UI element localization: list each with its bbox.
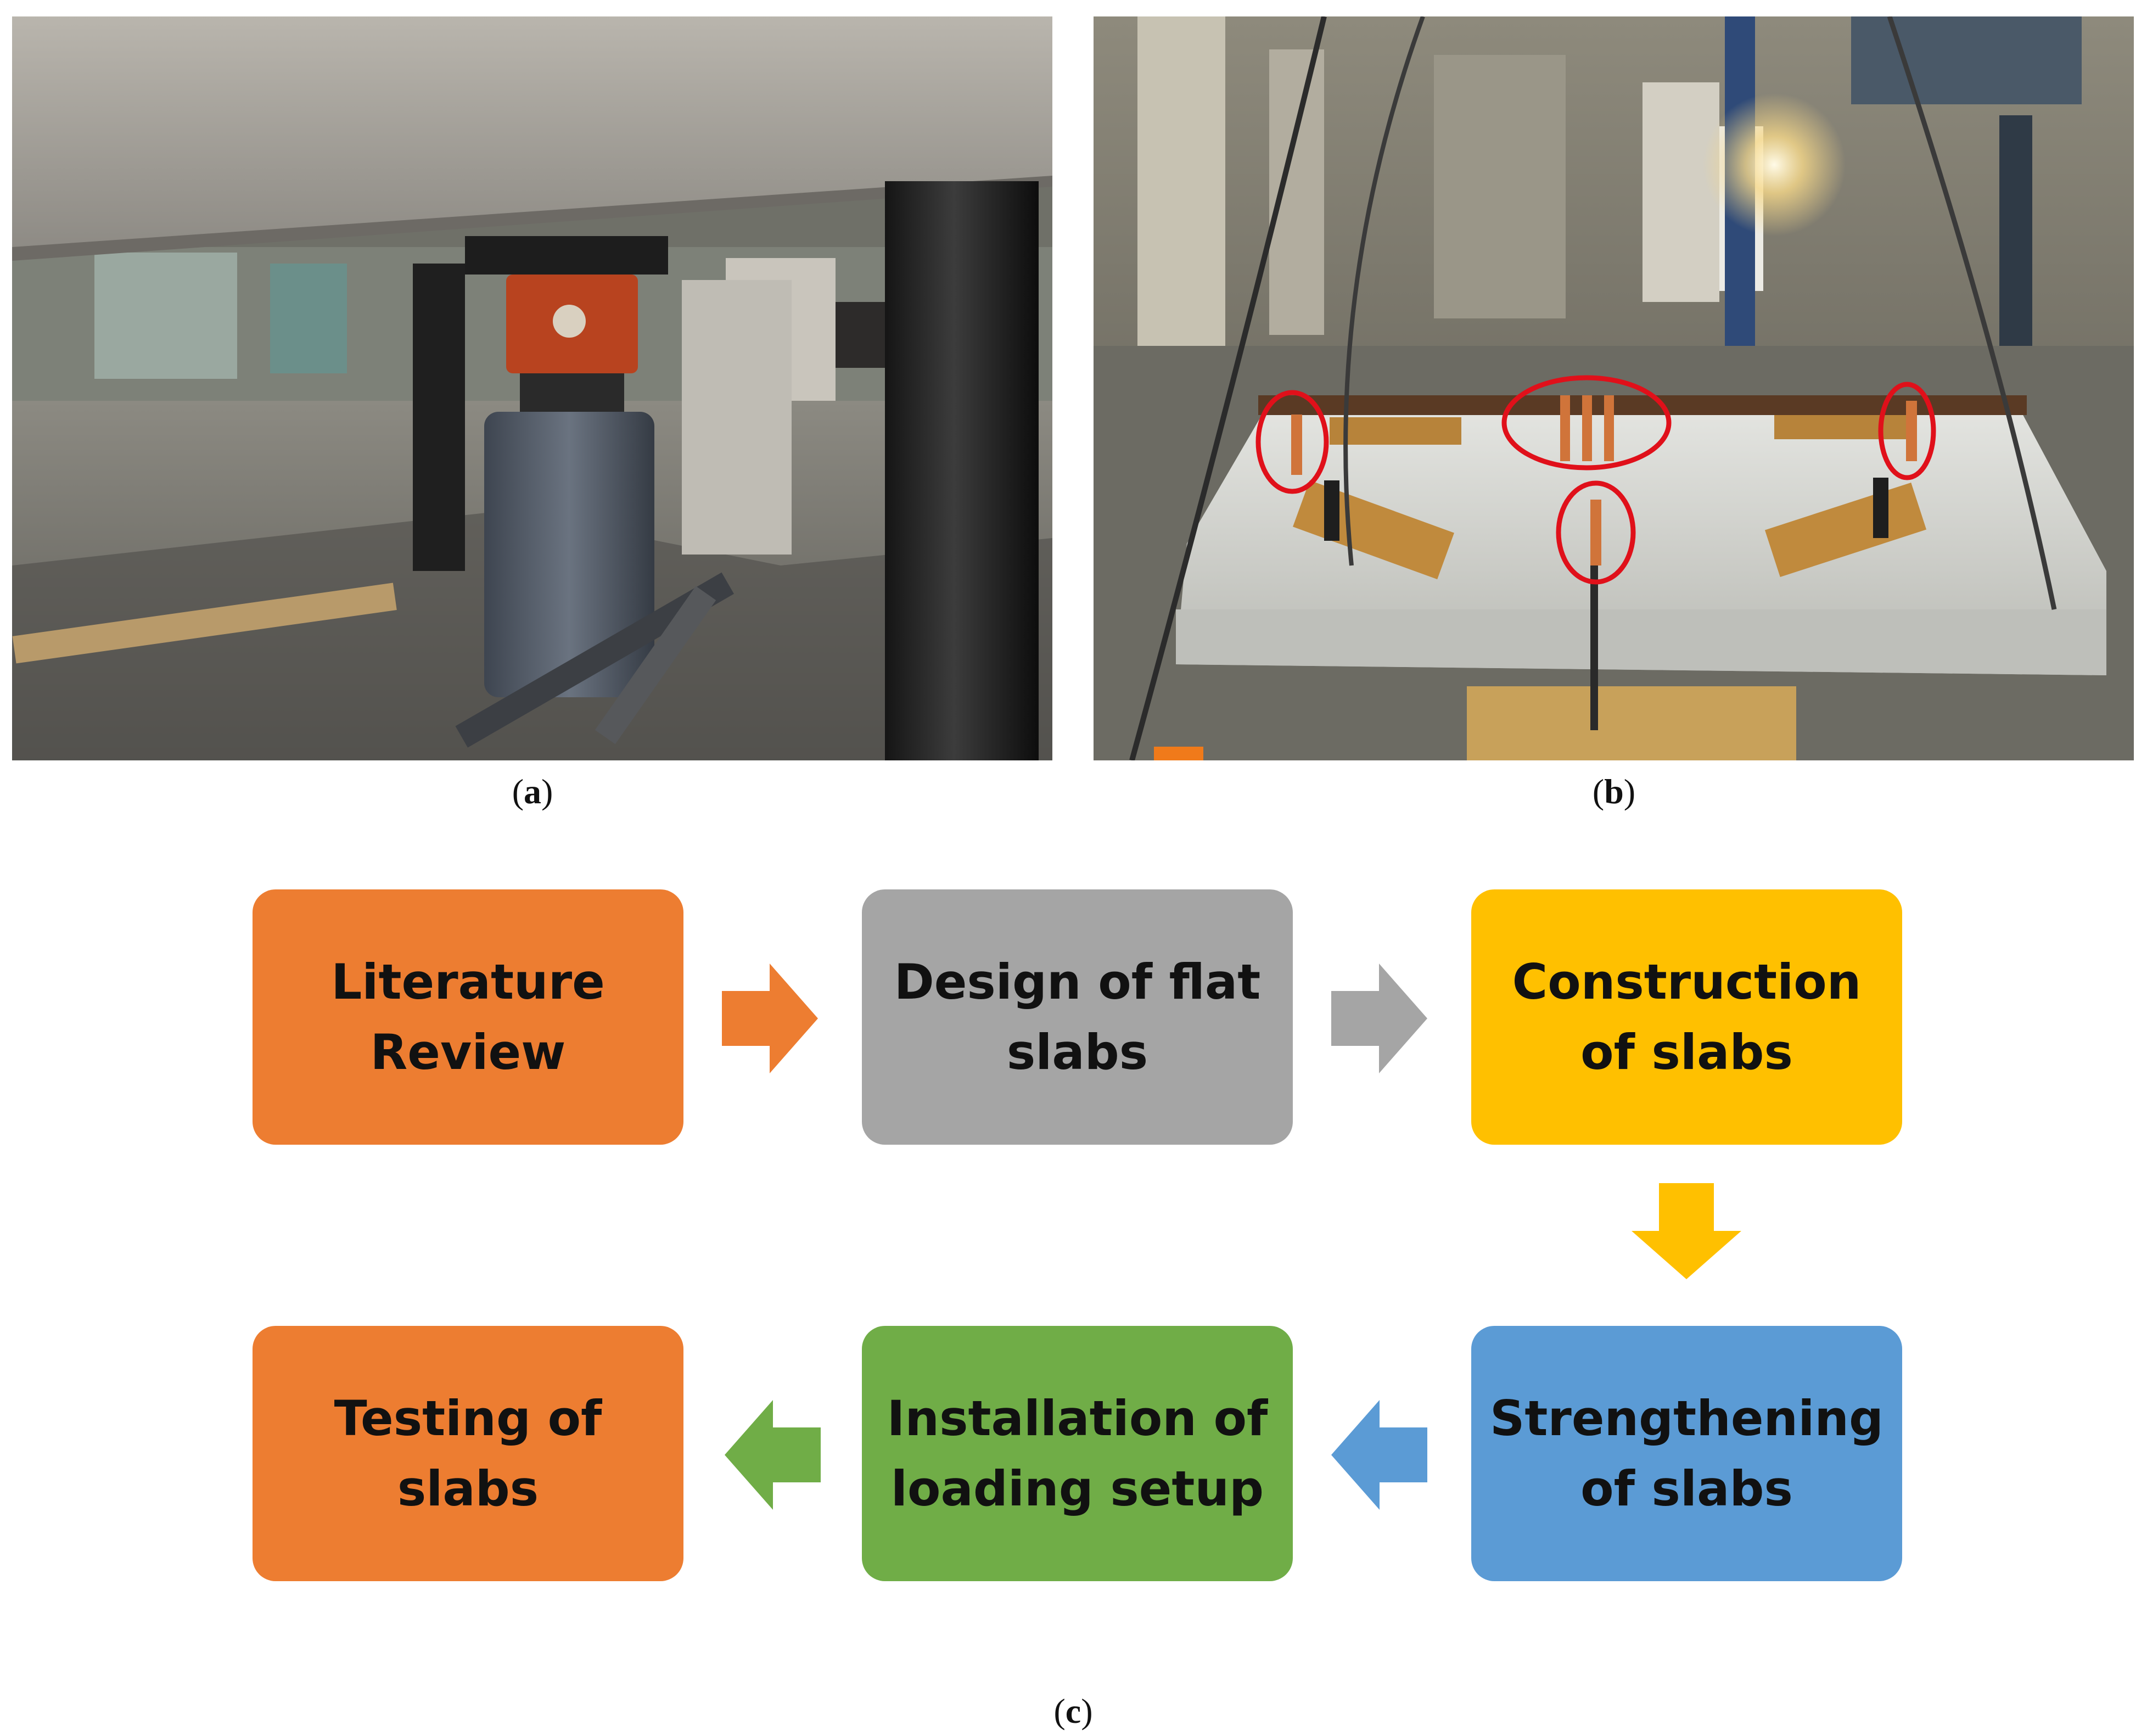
arrow-left-icon (1331, 1400, 1427, 1510)
step-literature-review: Literature Review (253, 889, 683, 1145)
arrow-left-icon (725, 1400, 821, 1510)
step-design-of-flat-slabs: Design of flat slabs (862, 889, 1293, 1145)
caption-c: (c) (1053, 1692, 1093, 1731)
step-label: Design of flat slabs (894, 953, 1261, 1080)
caption-b: (b) (1592, 772, 1636, 811)
highlight-gauge-bottom (1556, 480, 1636, 585)
step-label: Strengthening of slabs (1489, 1390, 1884, 1517)
step-testing-of-slabs: Testing of slabs (253, 1326, 683, 1581)
arrow-right-icon (1331, 964, 1427, 1073)
photo-a-illustration (12, 16, 1052, 760)
photo-hydraulic-jack (12, 16, 1052, 760)
step-strengthening-of-slabs: Strengthening of slabs (1471, 1326, 1902, 1581)
arrow-down-icon (1632, 1183, 1741, 1279)
step-label: Construction of slabs (1512, 953, 1862, 1080)
step-label: Testing of slabs (334, 1390, 602, 1517)
highlight-gauge-left (1255, 390, 1329, 494)
step-construction-of-slabs: Construction of slabs (1471, 889, 1902, 1145)
caption-a: (a) (512, 772, 553, 811)
highlight-gauge-right (1878, 382, 1936, 480)
photo-slab-test-setup (1094, 16, 2134, 760)
highlight-gauge-center (1501, 375, 1672, 471)
photo-b-illustration (1094, 16, 2134, 760)
step-installation-of-loading-setup: Installation of loading setup (862, 1326, 1293, 1581)
step-label: Literature Review (331, 953, 605, 1080)
step-label: Installation of loading setup (887, 1390, 1268, 1517)
arrow-right-icon (722, 964, 818, 1073)
